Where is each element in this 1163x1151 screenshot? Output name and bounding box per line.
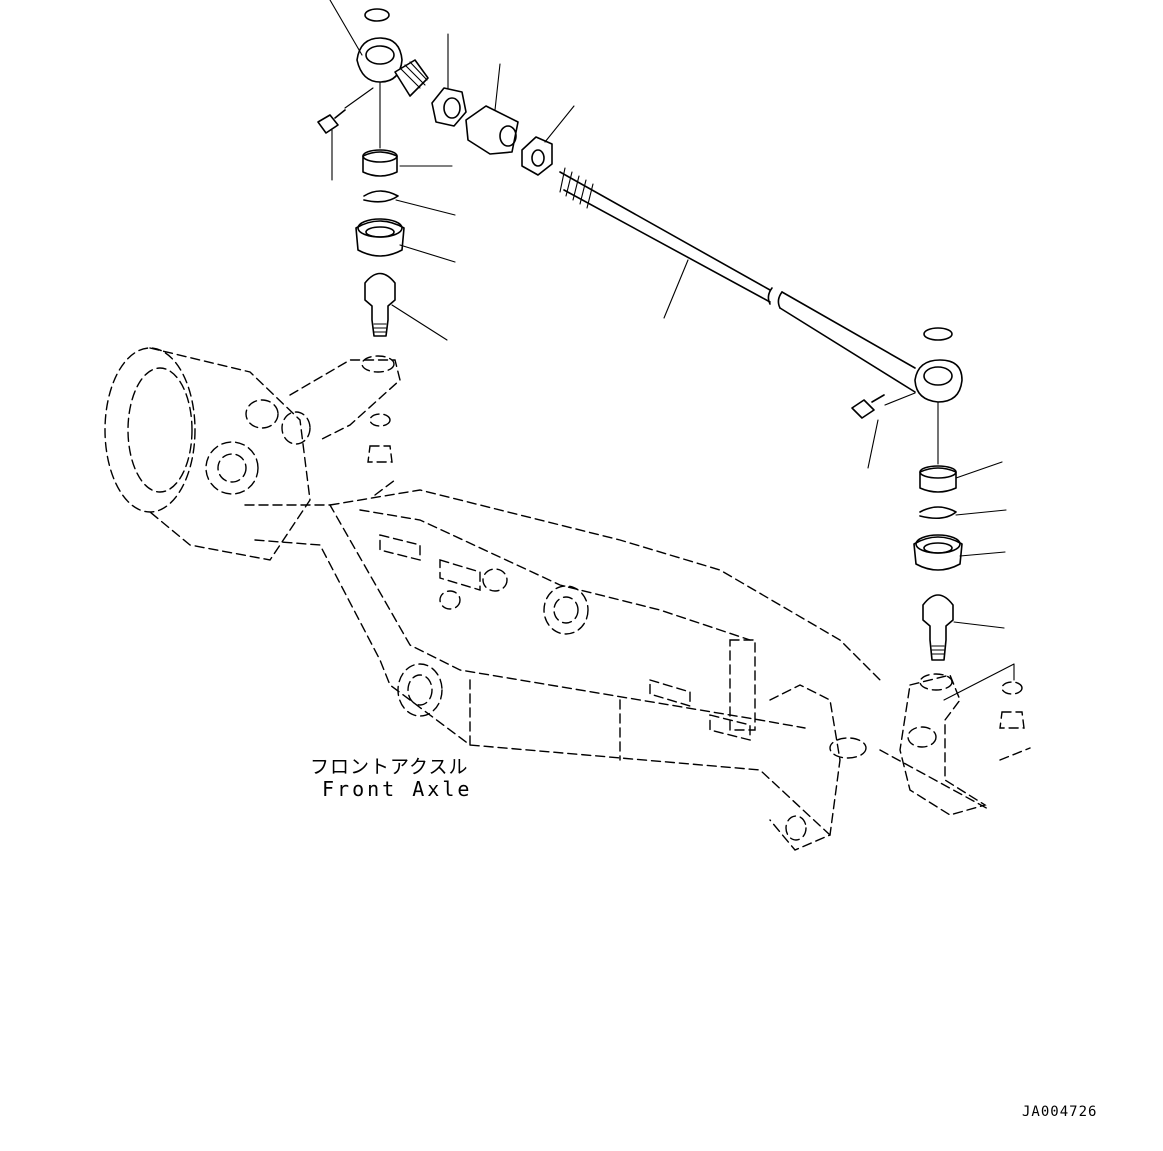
left-tie-rod-end (317, 8, 553, 337)
right-tie-rod-end (851, 327, 963, 661)
front-axle-outline (104, 347, 1031, 851)
right-cap (923, 327, 953, 341)
front-axle-label-en: Front Axle (322, 777, 473, 801)
leader-lines (329, 0, 1015, 701)
tie-rod (559, 167, 963, 403)
drawing-number: JA004726 (1022, 1104, 1098, 1120)
front-axle-label-jp: フロントアクスル (310, 756, 469, 778)
left-cap (364, 8, 390, 22)
